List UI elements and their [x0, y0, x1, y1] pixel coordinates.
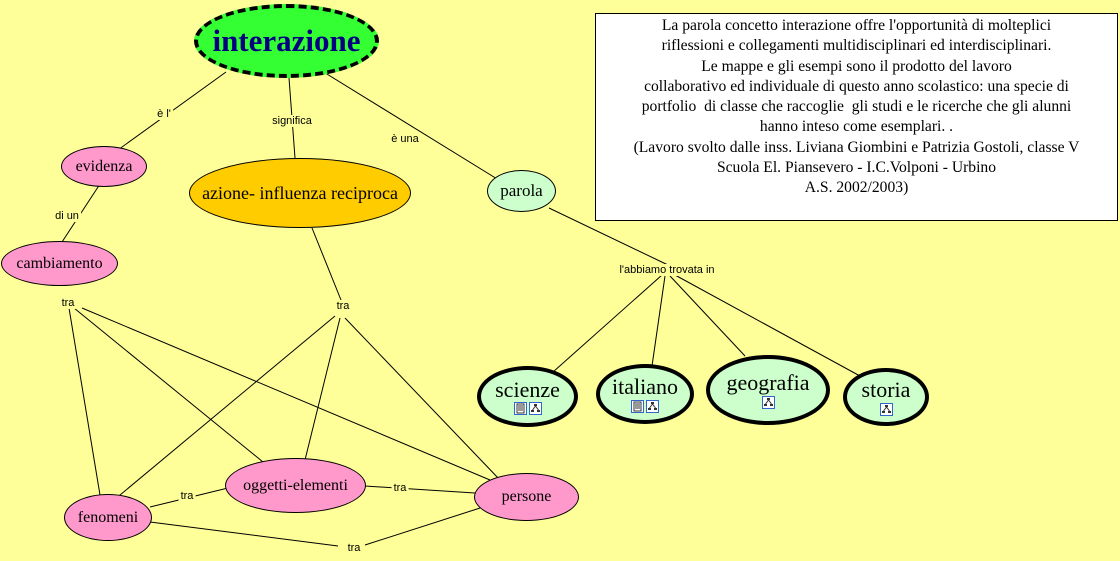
link-label-significa: significa — [270, 115, 314, 127]
link-trovata-storia — [674, 274, 861, 377]
node-evidenza-label: evidenza — [75, 157, 133, 175]
description-box: La parola concetto interazione offre l'o… — [595, 13, 1118, 221]
link-label-e-l: è l' — [155, 108, 173, 120]
link-label-tra-azione: tra — [334, 300, 352, 312]
node-interazione[interactable]: interazione — [194, 4, 379, 78]
link-label-e-una: è una — [389, 133, 421, 145]
link-label-tra-fenomeni-persone: tra — [345, 542, 363, 554]
note-line: Scuola El. Piansevero - I.C.Volponi - Ur… — [716, 159, 997, 177]
note-line: collaborativo ed individuale di questo a… — [644, 77, 1069, 95]
link-oggetti-persone — [364, 485, 476, 494]
node-italiano[interactable]: italiano — [596, 364, 694, 424]
note-line: riflessioni e collegamenti multidiscipli… — [661, 37, 1052, 55]
note-line: A.S. 2002/2003) — [804, 179, 909, 197]
node-fenomeni-label: fenomeni — [77, 508, 139, 526]
link-cambiamento-oggetti — [73, 307, 264, 463]
link-trovata-italiano — [651, 275, 666, 367]
node-oggetti-elementi[interactable]: oggetti-elementi — [225, 458, 366, 513]
node-scienze[interactable]: scienze — [477, 366, 578, 427]
concept-map-icon[interactable] — [646, 399, 659, 413]
concept-map-icon[interactable] — [879, 402, 893, 416]
link-cambiamento-persone — [81, 307, 491, 481]
node-geografia[interactable]: geografia — [706, 355, 830, 425]
note-line: Le mappe e gli esempi sono il prodotto d… — [701, 57, 1012, 75]
link-label-tra-cambiamento: tra — [59, 297, 77, 309]
note-line: (Lavoro svolto dalle inss. Liviana Giomb… — [633, 138, 1080, 156]
link-parola-trovata — [548, 207, 669, 266]
link-tra-persone — [344, 317, 501, 481]
link-label-tra-oggetti-persone: tra — [391, 482, 409, 494]
node-evidenza[interactable]: evidenza — [61, 146, 147, 187]
node-storia-label: storia — [861, 377, 911, 403]
node-interazione-label: interazione — [212, 23, 361, 58]
concept-map-icon[interactable] — [528, 402, 542, 416]
link-trovata-geografia — [669, 275, 746, 357]
link-azione-tra — [311, 227, 342, 301]
node-cambiamento-label: cambiamento — [16, 254, 103, 272]
node-azione-influenza-reciproca[interactable]: azione- influenza reciproca — [189, 158, 411, 228]
note-line: portfolio di classe che raccoglie gli st… — [641, 98, 1072, 116]
node-scienze-label: scienze — [495, 376, 560, 402]
node-parola-label: parola — [500, 181, 543, 200]
node-cambiamento[interactable]: cambiamento — [1, 241, 118, 286]
link-fenomeni-tra — [149, 521, 339, 547]
node-persone-label: persone — [501, 488, 552, 505]
node-storia[interactable]: storia — [843, 368, 929, 426]
note-line: La parola concetto interazione offre l'o… — [661, 17, 1052, 34]
link-label-abbiamo-trovata: l'abbiamo trovata in — [617, 264, 717, 276]
concept-map-icon[interactable] — [761, 395, 775, 409]
link-tra-persone-bottom — [364, 507, 481, 546]
link-evidenza-cambiamento — [61, 183, 101, 243]
node-italiano-label: italiano — [612, 374, 678, 400]
node-azione-label: azione- influenza reciproca — [202, 182, 398, 203]
link-label-tra-fenomeni-oggetti: tra — [178, 490, 196, 502]
link-label-di-un: di un — [53, 210, 81, 222]
node-parola[interactable]: parola — [487, 170, 556, 212]
link-tra-fenomeni — [113, 315, 336, 501]
link-interazione-parola — [321, 70, 503, 183]
node-oggetti-label: oggetti-elementi — [243, 476, 348, 494]
node-persone[interactable]: persone — [474, 473, 579, 521]
document-icon[interactable] — [631, 399, 644, 413]
link-cambiamento-fenomeni — [67, 301, 101, 496]
node-fenomeni[interactable]: fenomeni — [64, 494, 152, 541]
note-line: hanno inteso come esemplari. . — [759, 118, 954, 136]
document-icon[interactable] — [513, 402, 527, 416]
node-geografia-label: geografia — [726, 370, 810, 396]
link-tra-oggetti — [304, 317, 341, 461]
link-trovata-scienze — [552, 274, 663, 373]
